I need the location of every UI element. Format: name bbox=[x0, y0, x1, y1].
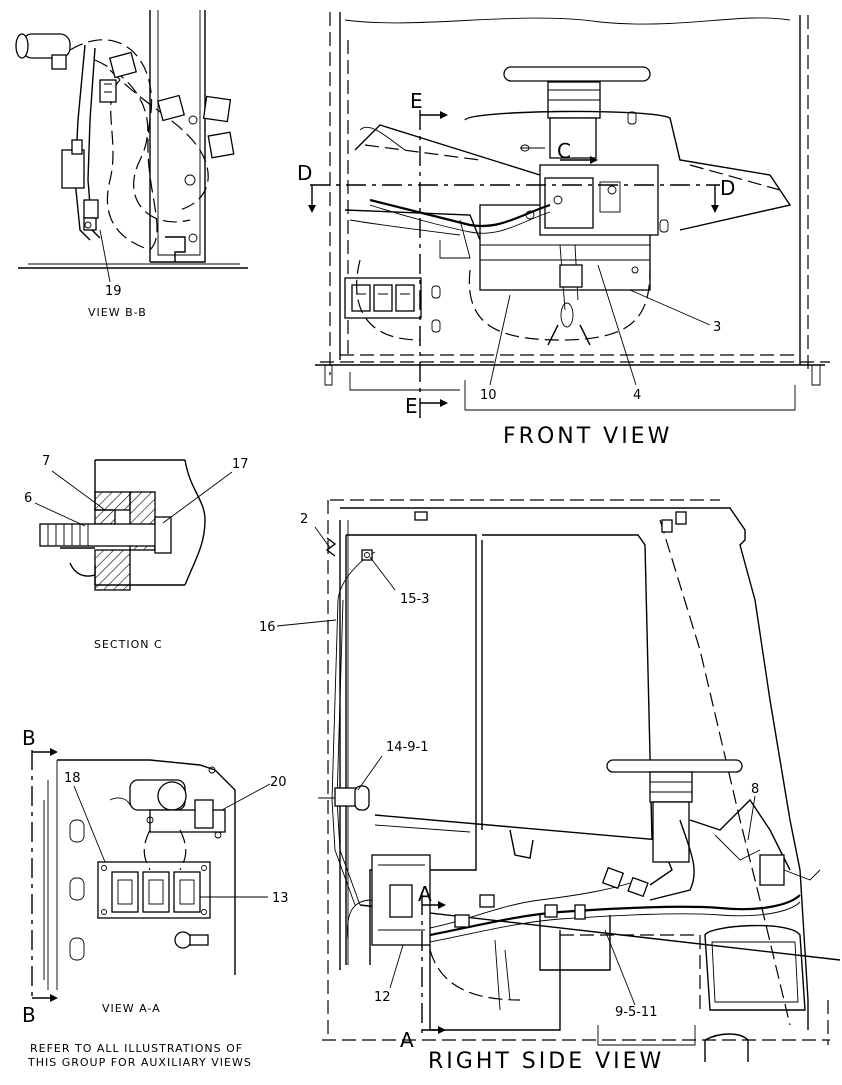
note-line-1: REFER TO ALL ILLUSTRATIONS OF bbox=[30, 1042, 243, 1055]
section-marker-a-bottom: A bbox=[400, 1028, 414, 1052]
callout-6: 6 bbox=[24, 491, 32, 506]
right-side-view-caption: RIGHT SIDE VIEW bbox=[428, 1049, 664, 1074]
section-marker-d-right: D bbox=[720, 176, 735, 200]
callout-18: 18 bbox=[64, 771, 81, 786]
callout-7: 7 bbox=[42, 454, 50, 469]
callout-17: 17 bbox=[232, 457, 249, 472]
callout-10: 10 bbox=[480, 388, 497, 403]
callout-4: 4 bbox=[633, 388, 641, 403]
section-marker-d-left: D bbox=[297, 161, 312, 185]
section-c-drawing bbox=[34, 459, 233, 591]
view-aa-drawing bbox=[31, 748, 271, 1002]
callout-3: 3 bbox=[713, 320, 721, 335]
callout-14-9-1: 14-9-1 bbox=[386, 740, 428, 755]
front-view-drawing bbox=[308, 12, 830, 420]
section-c-caption: SECTION C bbox=[94, 638, 163, 651]
right-side-view-drawing bbox=[276, 499, 841, 1062]
callout-19: 19 bbox=[105, 284, 122, 299]
callout-2: 2 bbox=[300, 512, 308, 527]
view-aa-caption: VIEW A-A bbox=[102, 1002, 161, 1015]
section-marker-b-top: B bbox=[22, 726, 36, 750]
callout-8: 8 bbox=[751, 782, 759, 797]
callout-9-5-11: 9-5-11 bbox=[615, 1005, 657, 1020]
view-bb-caption: VIEW B-B bbox=[88, 306, 147, 319]
callout-16: 16 bbox=[259, 620, 276, 635]
callout-12: 12 bbox=[374, 990, 391, 1005]
callout-13: 13 bbox=[272, 891, 289, 906]
section-marker-c: C bbox=[557, 139, 571, 163]
front-view-caption: FRONT VIEW bbox=[503, 424, 672, 449]
section-marker-b-bottom: B bbox=[22, 1003, 36, 1027]
note-line-2: THIS GROUP FOR AUXILIARY VIEWS bbox=[27, 1056, 252, 1069]
section-marker-e-top: E bbox=[410, 89, 423, 113]
view-bb-drawing bbox=[15, 10, 248, 283]
callout-15-3: 15-3 bbox=[400, 592, 430, 607]
section-marker-e-bottom: E bbox=[405, 394, 418, 418]
callout-20: 20 bbox=[270, 775, 287, 790]
section-marker-a-top: A bbox=[418, 882, 432, 906]
